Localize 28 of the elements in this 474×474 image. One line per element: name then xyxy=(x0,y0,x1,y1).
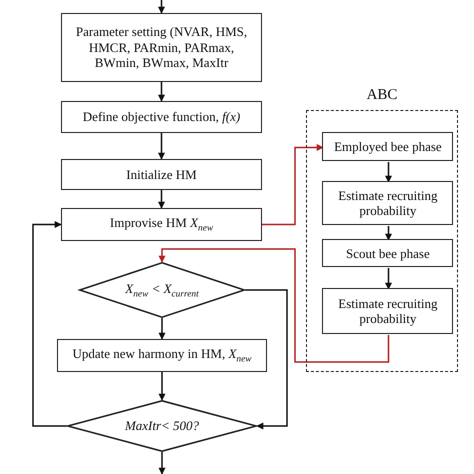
arrow xyxy=(262,144,324,226)
condition-text: X$_{new}$ < X$_{current}$ xyxy=(125,280,199,300)
arrow xyxy=(385,226,392,241)
arrow xyxy=(32,221,67,427)
arrow xyxy=(158,372,166,401)
arrow xyxy=(158,190,165,209)
arrow xyxy=(385,162,392,183)
process-box: Scout bee phase xyxy=(322,239,454,268)
arrow xyxy=(245,289,288,430)
arrow xyxy=(158,452,166,474)
process-box: Initialize HM xyxy=(61,159,262,190)
process-box: Parameter setting (NVAR, HMS, HMCR, PARmin, PARmax, BWmin, BWmax, MaxItr xyxy=(61,13,262,82)
arrow xyxy=(158,133,165,160)
decision-diamond xyxy=(79,262,245,318)
arrow xyxy=(158,248,390,363)
arrow xyxy=(158,0,165,14)
process-box: Improvise HM X$_{new}$ xyxy=(61,208,262,241)
process-box: Define objective function, f(x) xyxy=(61,101,262,133)
process-box: Update new harmony in HM, X$_{new}$ xyxy=(57,339,267,372)
process-box: Employed bee phase xyxy=(322,132,454,162)
decision-diamond xyxy=(67,400,257,452)
condition-text: MaxItr< 500? xyxy=(124,418,200,434)
process-box: Estimate recruiting probability xyxy=(322,181,454,226)
arrow xyxy=(158,82,165,102)
arrow xyxy=(385,268,392,290)
process-box: Estimate recruiting probability xyxy=(322,288,454,334)
arrow xyxy=(158,318,166,340)
group-title: ABC xyxy=(366,87,398,104)
